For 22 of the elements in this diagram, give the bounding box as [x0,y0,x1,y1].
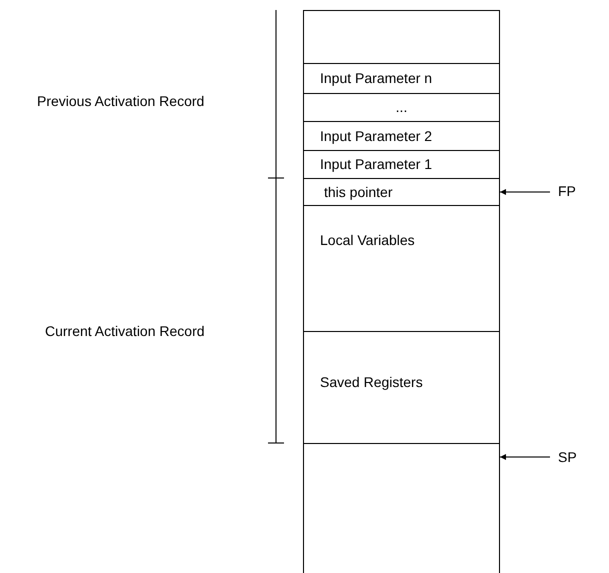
stack-cell [303,443,500,573]
pointer-label: FP [558,183,576,199]
arrow [500,454,550,460]
cell-label: Input Parameter 1 [320,156,432,172]
region-label: Previous Activation Record [37,93,204,109]
arrow [500,189,550,195]
cell-label: Saved Registers [320,374,423,390]
stack-cell [303,93,500,122]
stack-cell [303,150,500,179]
cell-label: Input Parameter 2 [320,128,432,144]
stack-cell [303,331,500,444]
cell-label: Input Parameter n [320,70,432,86]
cell-label: ... [396,99,408,115]
cell-label: Local Variables [320,232,415,248]
stack-cell [303,121,500,151]
stack-cell [303,10,500,64]
cell-label: this pointer [324,184,392,200]
stack-cell [303,205,500,332]
region-label: Current Activation Record [45,323,205,339]
pointer-label: SP [558,449,577,465]
stack-cell [303,178,500,206]
stack-cell [303,63,500,94]
